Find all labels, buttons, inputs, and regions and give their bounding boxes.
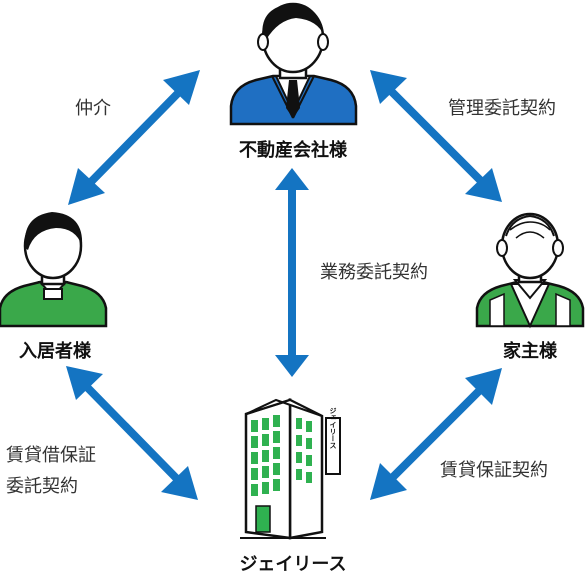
node-label-real-estate: 不動産会社様 xyxy=(239,139,348,161)
elderly-landlord-icon xyxy=(475,212,585,329)
arrow-landlord-jlease xyxy=(370,368,502,500)
arrow-tenant-jlease xyxy=(66,366,198,500)
arrow-realestate-jlease xyxy=(275,168,309,377)
relation-label-brokerage: 仲介 xyxy=(75,98,111,119)
office-building-icon xyxy=(240,397,326,540)
node-label-jlease: ジェイリース xyxy=(239,554,346,575)
building-sign-text: ジェイリース xyxy=(329,407,337,449)
relation-label-landlord-guarantee: 賃貸保証契約 xyxy=(440,460,548,481)
tenant-person-icon xyxy=(0,212,108,328)
relation-label-tenant-guarantee-2: 委託契約 xyxy=(6,476,78,497)
businessman-icon xyxy=(229,2,358,126)
node-label-tenant: 入居者様 xyxy=(19,340,92,362)
arrow-realestate-landlord xyxy=(370,70,502,202)
arrow-realestate-tenant xyxy=(68,70,200,205)
relation-label-business-contract: 業務委託契約 xyxy=(320,262,428,283)
relation-label-management-contract: 管理委託契約 xyxy=(448,98,556,119)
building-sign: ジェイリース xyxy=(325,407,341,475)
node-label-landlord: 家主様 xyxy=(503,340,558,362)
relation-label-tenant-guarantee-1: 賃貸借保証 xyxy=(6,445,96,466)
